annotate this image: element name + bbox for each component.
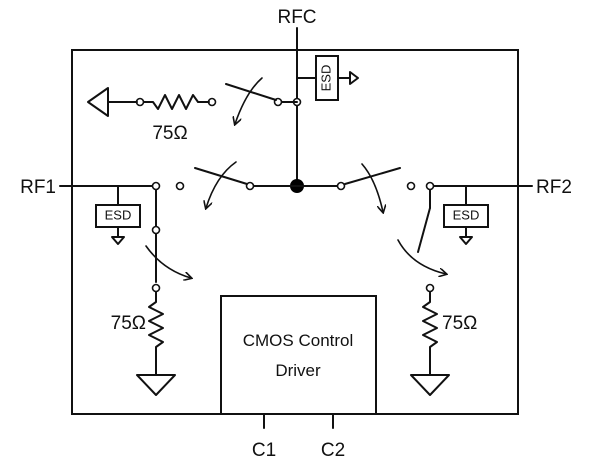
ground-icon <box>136 374 176 396</box>
driver-label-line2: Driver <box>275 361 321 380</box>
ground-icon <box>349 71 359 85</box>
resistor-label-rfc: 75Ω <box>152 123 187 144</box>
switch-node <box>425 181 435 191</box>
pin-c1: C1 <box>252 440 276 461</box>
arrow-icon <box>361 163 383 212</box>
cmos-driver-block <box>220 295 377 415</box>
pin-rfc: RFC <box>277 7 316 28</box>
pin-rf1: RF1 <box>20 177 56 198</box>
switch-node <box>245 181 255 191</box>
arrow-icon <box>145 245 191 278</box>
switch-icon <box>344 167 401 185</box>
ground-icon <box>111 236 125 245</box>
switch-node <box>336 181 346 191</box>
ground-icon <box>410 374 450 396</box>
resistor-label-rf1: 75Ω <box>111 313 146 334</box>
switch-node <box>425 283 435 293</box>
switch-node <box>151 283 161 293</box>
ground-icon <box>87 87 109 117</box>
esd-label-rf1: ESD <box>105 207 132 222</box>
switch-node <box>151 181 161 191</box>
pin-rf2: RF2 <box>536 177 572 198</box>
esd-label-rfc: ESD <box>318 65 333 92</box>
arrow-icon <box>206 161 237 208</box>
arrow-icon <box>397 239 446 274</box>
switch-node <box>406 181 416 191</box>
ground-icon <box>459 236 473 245</box>
switch-node <box>175 181 185 191</box>
driver-label-line1: CMOS Control <box>243 331 354 350</box>
switch-node <box>151 225 161 235</box>
resistor-icon <box>143 94 210 110</box>
resistor-label-rf2: 75Ω <box>442 313 477 334</box>
arrow-icon <box>235 77 263 124</box>
resistor-icon <box>422 291 438 376</box>
switch-icon <box>417 207 431 253</box>
resistor-icon <box>148 291 164 376</box>
pin-c2: C2 <box>321 440 345 461</box>
esd-label-rf2: ESD <box>453 207 480 222</box>
